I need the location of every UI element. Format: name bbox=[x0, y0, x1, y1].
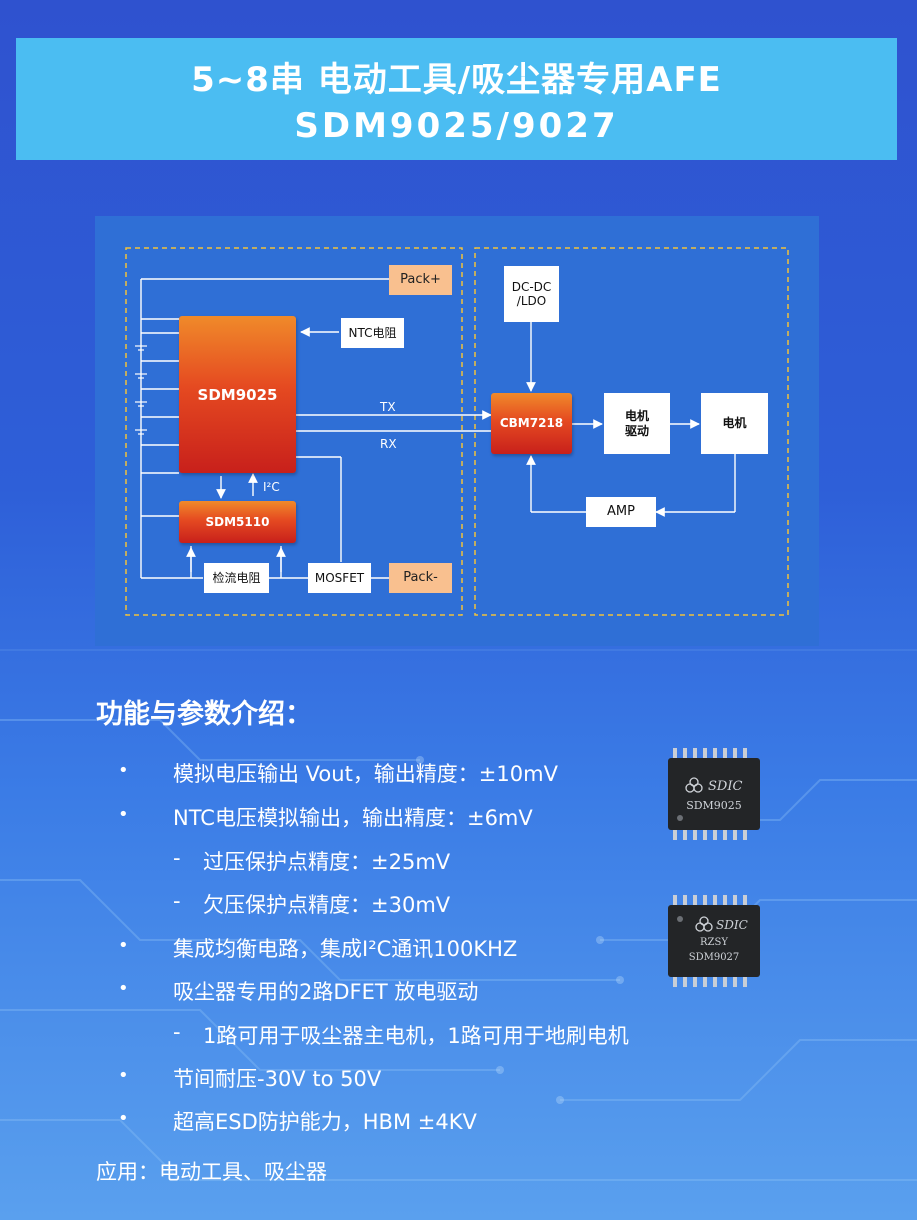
feature-item-6: 超高ESD防护能力，HBM ±4KV bbox=[173, 1110, 477, 1134]
chip1-brand: SDIC bbox=[708, 779, 742, 794]
bullet-5: • bbox=[118, 1065, 129, 1086]
i2c-label: I²C bbox=[263, 480, 280, 494]
block-diagram: Pack+ NTC电阻 SDM9025 I²C SDM5110 检流电阻 MOS… bbox=[95, 216, 819, 646]
feature-item-4: 吸尘器专用的2路DFET 放电驱动 bbox=[173, 980, 479, 1004]
sdm9025-chip-image: SDIC SDM9025 bbox=[668, 748, 760, 840]
ntc-resistor-box: NTC电阻 bbox=[341, 318, 404, 348]
dcdc-label: DC-DC bbox=[511, 279, 552, 294]
sub-dash-3: - bbox=[173, 1020, 181, 1044]
sdm9027-chip-image: SDIC RZSY SDM9027 bbox=[668, 895, 760, 987]
tx-label: TX bbox=[380, 400, 396, 414]
feature-item-3: 集成均衡电路，集成I²C通讯100KHZ bbox=[173, 937, 518, 961]
sub-dash-1: - bbox=[173, 846, 181, 870]
chip2-part: SDM9027 bbox=[689, 952, 740, 963]
current-sense-resistor-box: 检流电阻 bbox=[204, 563, 269, 593]
ldo-label: /LDO bbox=[516, 294, 547, 308]
title-line-1: 5~8串 电动工具/吸尘器专用AFE bbox=[191, 60, 722, 100]
application-text: 应用：电动工具、吸尘器 bbox=[96, 1160, 327, 1184]
feature-item-5: 节间耐压-30V to 50V bbox=[173, 1067, 382, 1091]
bullet-3: • bbox=[118, 935, 129, 956]
title-line-2: SDM9025/9027 bbox=[294, 106, 619, 146]
feature-sub-3: 1路可用于吸尘器主电机，1路可用于地刷电机 bbox=[203, 1024, 629, 1048]
dcdc-ldo-box: DC-DC /LDO bbox=[504, 266, 559, 322]
chip1-part: SDM9025 bbox=[686, 799, 742, 812]
feature-item-1: 模拟电压输出 Vout，输出精度：±10mV bbox=[173, 762, 558, 786]
rx-label: RX bbox=[380, 437, 397, 451]
cbm7218-chip: CBM7218 bbox=[491, 393, 572, 454]
title-banner: 5~8串 电动工具/吸尘器专用AFE SDM9025/9027 bbox=[16, 38, 897, 160]
feature-sub-1: 过压保护点精度：±25mV bbox=[203, 850, 451, 874]
mosfet-box: MOSFET bbox=[308, 563, 371, 593]
motor-driver-label-2: 驱动 bbox=[624, 423, 649, 438]
pack-minus-box: Pack- bbox=[389, 563, 452, 593]
bullet-4: • bbox=[118, 978, 129, 999]
sub-dash-2: - bbox=[173, 889, 181, 913]
motor-box: 电机 bbox=[701, 393, 768, 454]
feature-sub-2: 欠压保护点精度：±30mV bbox=[203, 893, 451, 917]
feature-item-2: NTC电压模拟输出，输出精度：±6mV bbox=[173, 806, 533, 830]
section-title: 功能与参数介绍： bbox=[96, 699, 312, 730]
chip2-brand: SDIC bbox=[716, 918, 748, 932]
sdm9025-chip: SDM9025 bbox=[179, 316, 296, 473]
amp-box: AMP bbox=[586, 497, 656, 527]
bullet-2: • bbox=[118, 804, 129, 825]
motor-driver-box: 电机 驱动 bbox=[604, 393, 670, 454]
motor-side-frame bbox=[474, 247, 789, 616]
chip2-code: RZSY bbox=[700, 937, 728, 948]
pack-plus-box: Pack+ bbox=[389, 265, 452, 295]
motor-driver-label-1: 电机 bbox=[624, 409, 649, 424]
sdm5110-chip: SDM5110 bbox=[179, 501, 296, 543]
battery-cells bbox=[135, 345, 147, 435]
bullet-1: • bbox=[118, 760, 129, 781]
bullet-6: • bbox=[118, 1108, 129, 1129]
